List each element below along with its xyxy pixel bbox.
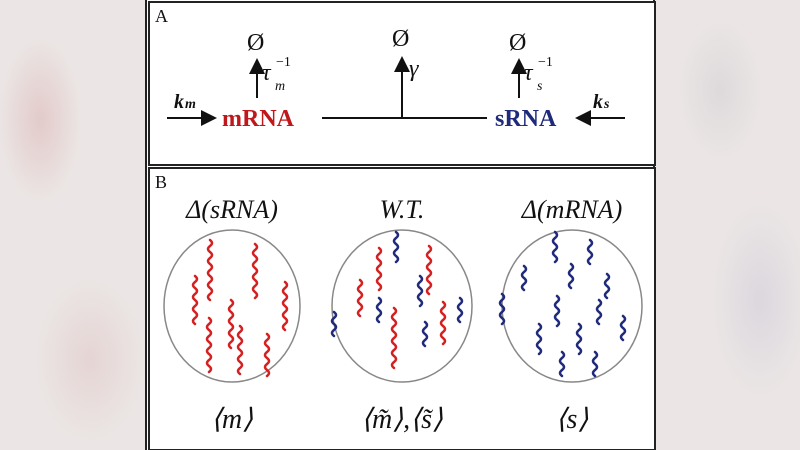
srna-strand [520,264,528,292]
svg-text:s: s [537,79,543,94]
srna-strand [330,310,338,338]
panel-a-frame [148,1,656,166]
panel-a-label: A [155,6,168,26]
mrna-strand [236,324,244,376]
mrna-strand [263,332,271,378]
svg-text:τ: τ [262,60,272,86]
mrna-strand [356,278,364,318]
svg-text:−1: −1 [538,55,553,70]
srna-strand [375,296,383,324]
svg-text:m: m [185,97,196,112]
mrna-strand [227,298,235,350]
srna-strand [392,230,400,264]
svg-text:−1: −1 [276,55,291,70]
circle-title-delta-srna: Δ(sRNA) [185,195,278,224]
mrna-strand [281,280,289,332]
svg-text:k: k [174,91,184,113]
srna-strand [619,314,627,342]
srna-strand [567,262,575,290]
mrna-strand [205,316,213,374]
figure-panel: A Ø τ m −1 Ø γ Ø τ s −1 k m mRNA sRNA k … [145,0,656,450]
empty-set-right: Ø [509,30,526,56]
km-rate-label: k m [174,91,196,113]
srna-strand [535,322,543,356]
average-m-s-tilde: ⟨m̃⟩,⟨s̃⟩ [361,404,443,435]
circle-title-delta-mrna: Δ(mRNA) [521,195,622,224]
circle-title-wild-type: W.T. [380,195,425,224]
mrna-strand [251,242,259,300]
empty-set-middle: Ø [392,26,409,52]
svg-text:m: m [275,79,285,94]
tau-s-inverse-label: τ s −1 [524,55,553,94]
ks-rate-label: k s [593,91,610,113]
mrna-label: mRNA [222,106,295,132]
svg-text:s: s [603,97,610,112]
panel-b-label: B [155,172,167,192]
mrna-strand [206,238,214,302]
rna-strands [191,230,627,378]
srna-strand [586,238,594,266]
cell-circle-wild-type [331,229,473,383]
mrna-strand [191,274,199,326]
srna-strand [575,322,583,356]
mrna-strand [390,306,398,370]
srna-strand [456,296,464,324]
srna-strand [551,230,559,264]
mrna-strand [425,244,433,296]
srna-strand [595,298,603,326]
tau-m-inverse-label: τ m −1 [262,55,291,94]
average-s: ⟨s⟩ [556,404,589,435]
mrna-strand [439,300,447,346]
srna-strand [421,320,429,348]
srna-strand [553,294,561,328]
srna-strand [558,350,566,378]
svg-text:k: k [593,91,603,113]
srna-strand [591,350,599,378]
srna-strand [416,274,424,308]
cell-circle-delta-mrna [501,229,643,383]
srna-label: sRNA [495,106,557,132]
svg-text:τ: τ [524,60,534,86]
empty-set-left: Ø [247,30,264,56]
mrna-strand [375,246,383,292]
srna-strand [603,272,611,300]
average-m: ⟨m⟩ [211,404,253,435]
srna-strand [498,292,506,326]
gamma-label: γ [409,56,419,82]
